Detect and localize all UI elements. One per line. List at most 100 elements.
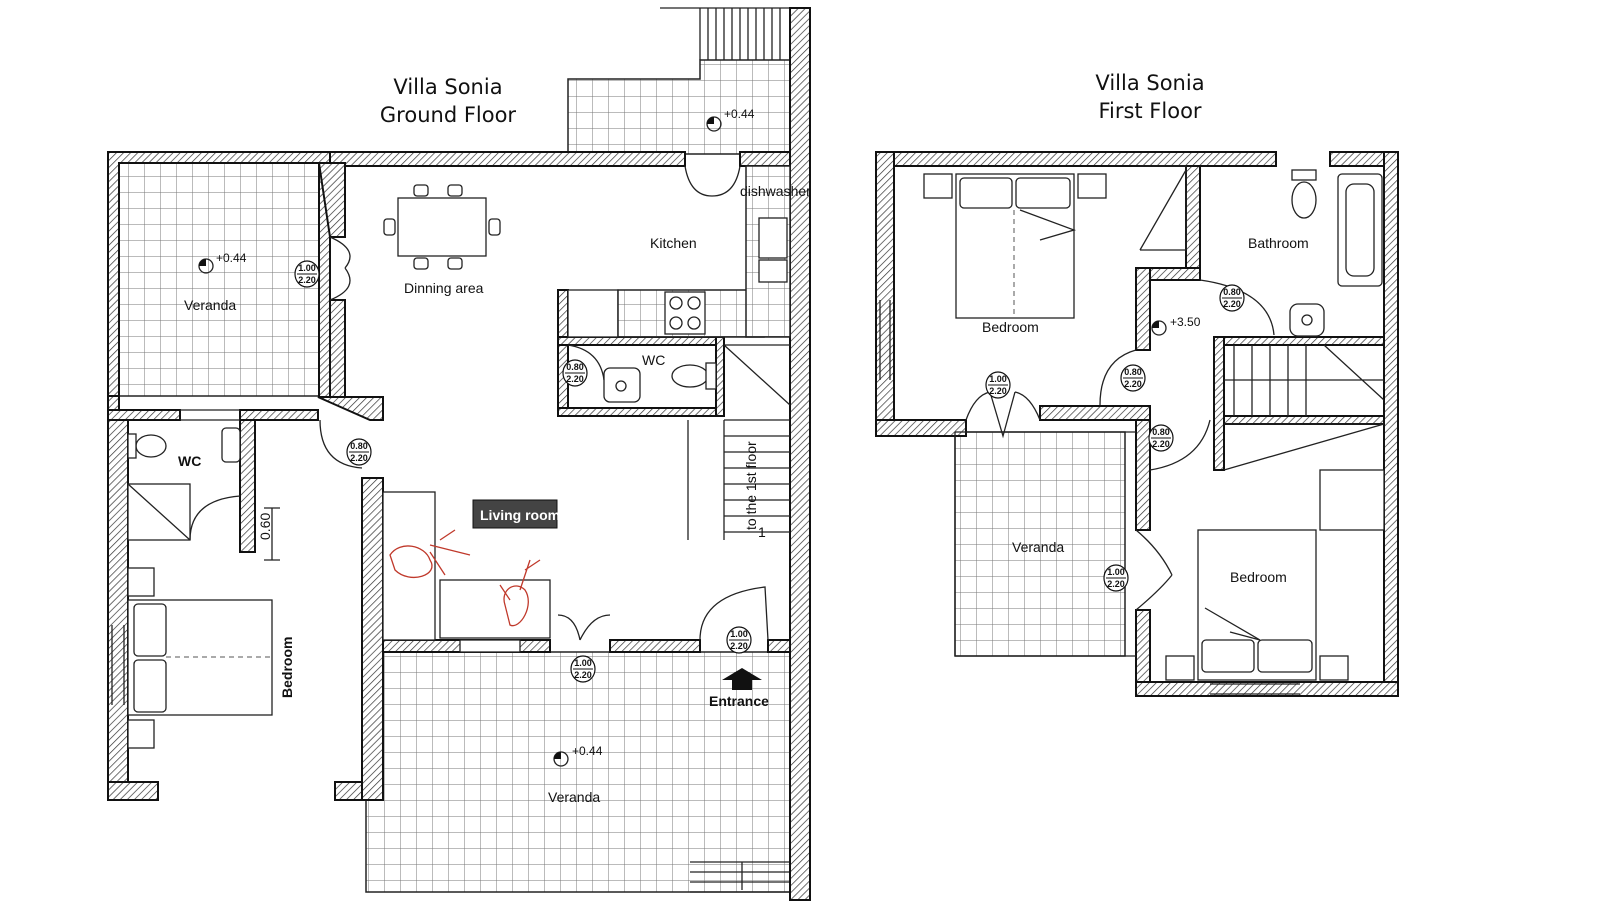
elevation-markers-ground [198,116,722,767]
first-bedroom-bed [923,173,1107,319]
svg-text:0.80: 0.80 [350,441,368,451]
ff-west-window [879,300,891,380]
ground-bedroom-bed [127,567,273,749]
first-veranda-tiles [954,431,1126,657]
label-veranda-first: Veranda [1012,539,1064,555]
svg-text:2.20: 2.20 [730,641,748,651]
dimension-line [264,507,280,561]
svg-text:2.20: 2.20 [350,453,368,463]
kitchen-wc-wall-top [557,336,725,346]
first-stairs [1223,344,1385,531]
svg-text:1.00: 1.00 [298,263,316,273]
svg-text:2.20: 2.20 [1152,439,1170,449]
ff-bathroom-fixtures [1289,169,1383,337]
ff-veranda-outline [954,431,1136,657]
wing-east-wall [361,477,384,801]
label-bathroom: Bathroom [1248,235,1309,251]
svg-text:2.20: 2.20 [298,275,316,285]
svg-text:0.80: 0.80 [1152,427,1170,437]
label-kitchen: Kitchen [650,235,697,251]
second-bedroom-bed [1165,529,1349,681]
label-dishwasher: dishwasher [740,183,811,199]
north-wall [329,151,686,167]
front-veranda-tiles [365,651,791,893]
dining-table [383,184,501,270]
west-wing-wall [107,409,129,801]
svg-text:2.20: 2.20 [574,670,592,680]
svg-text:2.20: 2.20 [1107,579,1125,589]
svg-text:1.00: 1.00 [989,374,1007,384]
first-floor-plan [875,151,1399,697]
label-veranda-west: Veranda [184,297,236,313]
bedroom-window [111,625,125,705]
ff-hall-sw-wall [1039,405,1151,421]
ground-door-tag-wc: 0.80 2.20 [562,359,588,387]
ff-stair-bottom-wall [1223,415,1385,425]
kitchen-wc-wall [557,289,569,417]
svg-text:2.20: 2.20 [566,374,584,384]
ground-stairs [687,344,791,540]
ff-south-window [1210,683,1300,695]
entrance-wall [767,639,791,653]
wing-top-wall-2 [239,409,319,421]
west-veranda-wall-bottom [107,395,120,411]
ground-title-line1: Villa Sonia [393,75,502,99]
first-door-tag-bedroom2: 0.80 2.20 [1148,424,1174,452]
west-door-jamb-bottom [329,299,346,398]
svg-text:2.20: 2.20 [989,386,1007,396]
north-wall-right [739,151,791,167]
ground-floor-plan [107,7,811,901]
living-room-furniture [382,491,558,653]
red-figure-sketches [389,529,541,627]
ff-bedroom-south-wall [875,419,967,437]
label-dining: Dinning area [404,280,484,296]
label-bedroom-second: Bedroom [1230,569,1287,585]
ff-bath-wall [1185,165,1201,269]
ground-door-tag-bedroom: 0.80 2.20 [346,438,372,466]
living-south-wall-2 [609,639,701,653]
living-room-rug [472,499,558,529]
label-bedroom-main: Bedroom [982,319,1039,335]
ground-doors [189,165,769,641]
first-door-tag-hall: 0.80 2.20 [1120,364,1146,392]
ff-stair-wall [1213,336,1225,471]
front-steps [690,861,790,893]
bedroom-wc-fixtures [127,427,241,541]
rear-terrace-tiles [567,59,791,155]
first-title-line2: First Floor [1098,99,1201,123]
west-door-jamb-top [317,162,346,238]
ground-title-line2: Ground Floor [380,103,517,127]
wc-partition [239,419,256,553]
ff-hall-west-wall-2 [1135,405,1151,531]
elevation-rear-terrace: +0.44 [724,107,755,121]
wing-top-wall [107,409,181,421]
kitchen-counter [567,165,791,338]
rear-steps [660,7,790,60]
svg-text:2.20: 2.20 [1223,299,1241,309]
ff-wardrobe [1139,165,1187,251]
first-title-line1: Villa Sonia [1095,71,1204,95]
svg-text:1.00: 1.00 [730,629,748,639]
label-wc-kitchen: WC [642,352,665,368]
first-door-tag-bathroom: 0.80 2.20 [1219,284,1245,312]
label-wc-bedroom: WC [178,453,201,469]
label-living-room: Living room [480,507,560,523]
label-stair-step: 1 [758,524,766,540]
kitchen-wc-fixtures [603,362,717,403]
label-entrance: Entrance [709,693,769,709]
svg-text:0.80: 0.80 [1223,287,1241,297]
first-door-tag-veranda: 1.00 2.20 [1103,564,1129,592]
wing-bottom-wall [107,781,159,801]
ff-east-wall [1383,151,1399,697]
ff-south-wall [1135,681,1399,697]
label-bedroom-ground: Bedroom [279,637,295,698]
ff-bath-south-wall [1223,336,1385,346]
first-door-tag-bedroom: 1.00 2.20 [985,371,1011,399]
svg-text:1.00: 1.00 [574,658,592,668]
ground-door-tag-west: 1.00 2.20 [294,260,320,288]
elevation-first-hall: +3.50 [1170,315,1201,329]
svg-text:0.80: 0.80 [566,362,584,372]
svg-text:2.20: 2.20 [1124,379,1142,389]
west-veranda-tiles [118,162,320,397]
